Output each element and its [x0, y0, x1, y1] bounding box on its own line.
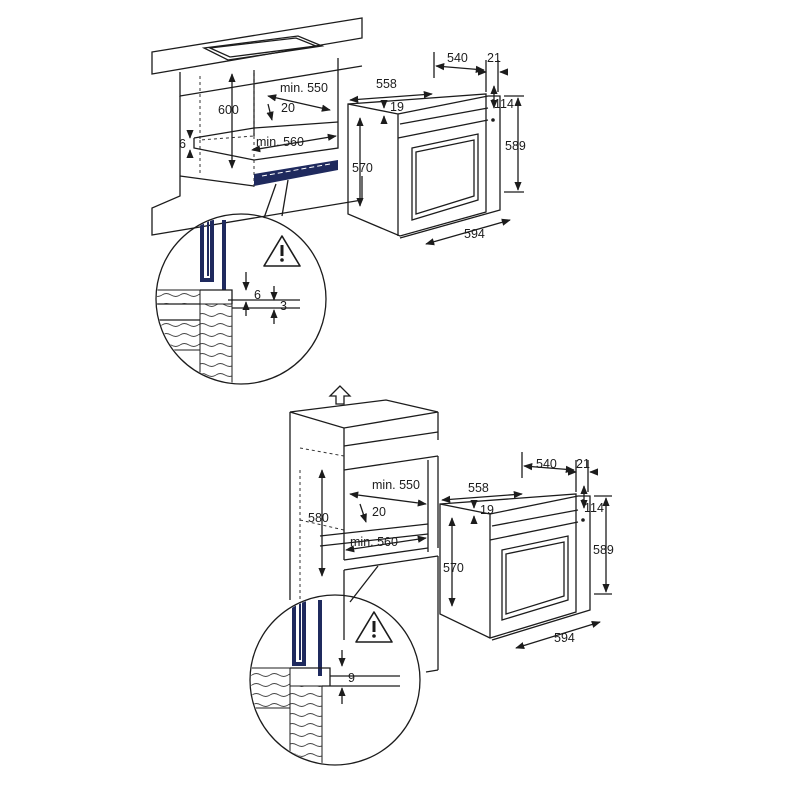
b-oven-dim-589: 589 — [593, 543, 614, 557]
dim-6-gap: 6 — [179, 137, 186, 151]
dim-min-550: min. 550 — [280, 81, 328, 95]
dim-20: 20 — [281, 101, 295, 115]
b-dim-580: 580 — [308, 511, 329, 525]
dim-600: 600 — [218, 103, 239, 117]
b-oven-dim-114: 114 — [584, 501, 604, 515]
oven-dim-558: 558 — [376, 77, 397, 91]
oven-dim-540: 540 — [447, 51, 468, 65]
b-dim-20: 20 — [372, 505, 386, 519]
b-oven-dim-594: 594 — [554, 631, 575, 645]
bottom-tall-cabinet: 580 min. 550 20 min. 560 — [289, 385, 439, 673]
warning-triangle-icon — [355, 611, 393, 643]
oven-dim-19: 19 — [390, 100, 404, 114]
b-oven-dim-19: 19 — [480, 503, 494, 517]
dim-min-560: min. 560 — [256, 135, 304, 149]
arrow-up-icon — [328, 385, 352, 405]
warning-triangle-icon — [263, 235, 301, 267]
b-oven-dim-570: 570 — [443, 561, 464, 575]
b-oven-dim-21: 21 — [576, 457, 590, 471]
b-oven-dim-558: 558 — [468, 481, 489, 495]
b-dim-min-550: min. 550 — [372, 478, 420, 492]
b-dim-min-560: min. 560 — [350, 535, 398, 549]
b-detail-dim-9: 9 — [348, 671, 355, 685]
detail-dim-6: 6 — [254, 288, 261, 302]
b-oven-dim-540: 540 — [536, 457, 557, 471]
oven-dim-21: 21 — [487, 51, 501, 65]
oven-dim-570: 570 — [352, 161, 373, 175]
bottom-detail-circle: 9 — [249, 594, 421, 766]
top-built-in-cabinet: 600 6 min. 550 20 min. 560 — [151, 17, 363, 236]
bottom-oven: 540 21 558 19 570 114 589 594 — [439, 452, 614, 650]
oven-dim-594: 594 — [464, 227, 485, 241]
top-oven: 540 21 558 19 570 114 589 594 — [347, 51, 526, 246]
top-detail-circle: 6 3 — [155, 213, 327, 385]
oven-dim-589: 589 — [505, 139, 526, 153]
oven-dim-114: 114 — [494, 97, 514, 111]
detail-dim-3: 3 — [280, 299, 287, 313]
